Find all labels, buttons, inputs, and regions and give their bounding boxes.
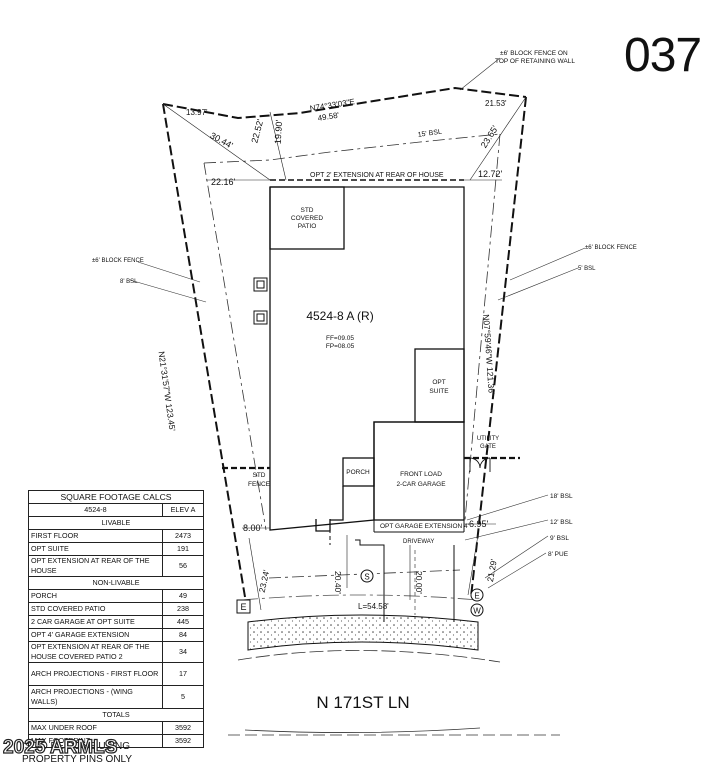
bsl-12: 12' BSL — [550, 519, 573, 526]
std-fence-2: FENCE — [248, 481, 271, 488]
dim-8-00: 8.00' — [243, 523, 263, 533]
fence-note-top-2: TOP OF RETAINING WALL — [495, 58, 575, 65]
street-name: N 171ST LN — [316, 693, 409, 712]
fp-label: FP=08.05 — [326, 343, 355, 350]
sidewalk — [228, 614, 560, 736]
dim-19-90: 19.90' — [273, 119, 284, 144]
setback-lines — [203, 133, 501, 579]
table-row: OPT EXTENSION AT REAR OF THE HOUSE COVER… — [28, 641, 204, 663]
dim-13-97: 13.97' — [186, 108, 208, 117]
fences — [222, 456, 520, 470]
porch-label: PORCH — [346, 469, 370, 476]
svg-text:S: S — [364, 573, 369, 582]
utility-gate-2: GATE — [480, 444, 496, 450]
watermark: 2025 ARMLS — [2, 736, 118, 758]
street-arc — [241, 594, 479, 601]
calc-non-livable-header: NON-LIVABLE — [28, 576, 204, 590]
dim-30-44: 30.44' — [208, 130, 234, 150]
utility-gate — [469, 457, 491, 472]
opt-garage-ext: OPT GARAGE EXTENSION 4' — [380, 523, 469, 530]
opt-extension-label: OPT 2' EXTENSION AT REAR OF HOUSE — [310, 172, 444, 179]
svg-text:E: E — [474, 592, 479, 601]
driveway-label: DRIVEWAY — [403, 539, 434, 545]
ff-label: FF=09.05 — [326, 335, 354, 342]
garage-label-1: FRONT LOAD — [400, 471, 442, 478]
dist-top: 49.58' — [317, 111, 340, 123]
w-marker: W — [470, 603, 484, 617]
patio-label-3: PATIO — [298, 223, 317, 230]
dim-22-52: 22.52' — [249, 118, 265, 144]
calc-livable-header: LIVABLE — [28, 516, 204, 530]
garage-label-2: 2-CAR GARAGE — [396, 481, 446, 488]
s-marker: S — [360, 569, 374, 583]
pue-8: 8' PUE — [548, 551, 569, 558]
bsl-9: 9' BSL — [550, 535, 569, 542]
fence-note-left: ±6' BLOCK FENCE — [92, 258, 144, 264]
calc-elev: ELEV A — [162, 503, 204, 517]
calc-title: SQUARE FOOTAGE CALCS — [28, 490, 204, 504]
arc-length: L=54.58' — [358, 602, 389, 611]
e-marker-right: E — [470, 588, 484, 602]
pins-note: IS TO BE DONE USING PROPERTY PINS ONLY — [22, 741, 132, 766]
dim-6-95: 6.95' — [469, 519, 489, 529]
bsl-15: 15' BSL — [417, 129, 442, 139]
calc-totals-header: TOTALS — [28, 708, 204, 722]
svg-text:W: W — [473, 607, 481, 616]
bsl-18: 18' BSL — [550, 493, 573, 500]
fence-note-top-1: ±6' BLOCK FENCE ON — [500, 50, 568, 57]
bsl-8: 8' BSL — [120, 279, 138, 285]
fence-note-right: ±6' BLOCK FENCE — [585, 245, 637, 251]
dimension-lines — [162, 96, 527, 611]
pins-note-line-1: IS TO BE DONE USING — [22, 741, 130, 752]
bsl-5: 5' BSL — [578, 266, 596, 272]
lot-boundary — [162, 86, 527, 598]
square-footage-table: SQUARE FOOTAGE CALCS 4524-8 ELEV A LIVAB… — [28, 490, 204, 748]
left-bearing: N21°31'57"W 123.45' — [156, 351, 177, 433]
ac-units — [253, 277, 268, 325]
plan-label: 4524-8 A (R) — [306, 309, 373, 323]
lot-number: 037 — [624, 29, 702, 82]
driveway — [329, 520, 465, 622]
house-footprint — [269, 186, 465, 532]
dim-20-00: 20.00' — [414, 571, 424, 594]
dim-23-24: 23.24' — [257, 569, 272, 594]
dim-21-29: 21.29' — [485, 558, 499, 583]
patio-label-1: STD — [301, 207, 314, 214]
e-marker-left: E — [236, 599, 251, 614]
dim-23-65: 23.65' — [479, 124, 500, 150]
pins-note-line-2: PROPERTY PINS ONLY — [22, 753, 133, 765]
std-fence-1: STD — [253, 472, 266, 479]
patio-label-2: COVERED — [291, 215, 323, 222]
opt-suite-1: OPT — [432, 379, 445, 386]
table-row: ARCH PROJECTIONS - (WING WALLS)5 — [28, 685, 204, 709]
dim-20-40: 20.40' — [333, 571, 343, 594]
dim-22-16: 22.16' — [211, 177, 236, 187]
right-bearing: N07°59'46"W 121.36' — [481, 314, 497, 395]
calc-plan: 4524-8 — [28, 503, 163, 517]
utility-gate-1: UTILITY — [477, 436, 499, 442]
leader-lines — [129, 57, 586, 589]
dim-21-53: 21.53' — [485, 99, 507, 108]
dim-12-72: 12.72' — [478, 169, 503, 179]
svg-text:E: E — [240, 602, 246, 612]
opt-suite-2: SUITE — [429, 388, 449, 395]
